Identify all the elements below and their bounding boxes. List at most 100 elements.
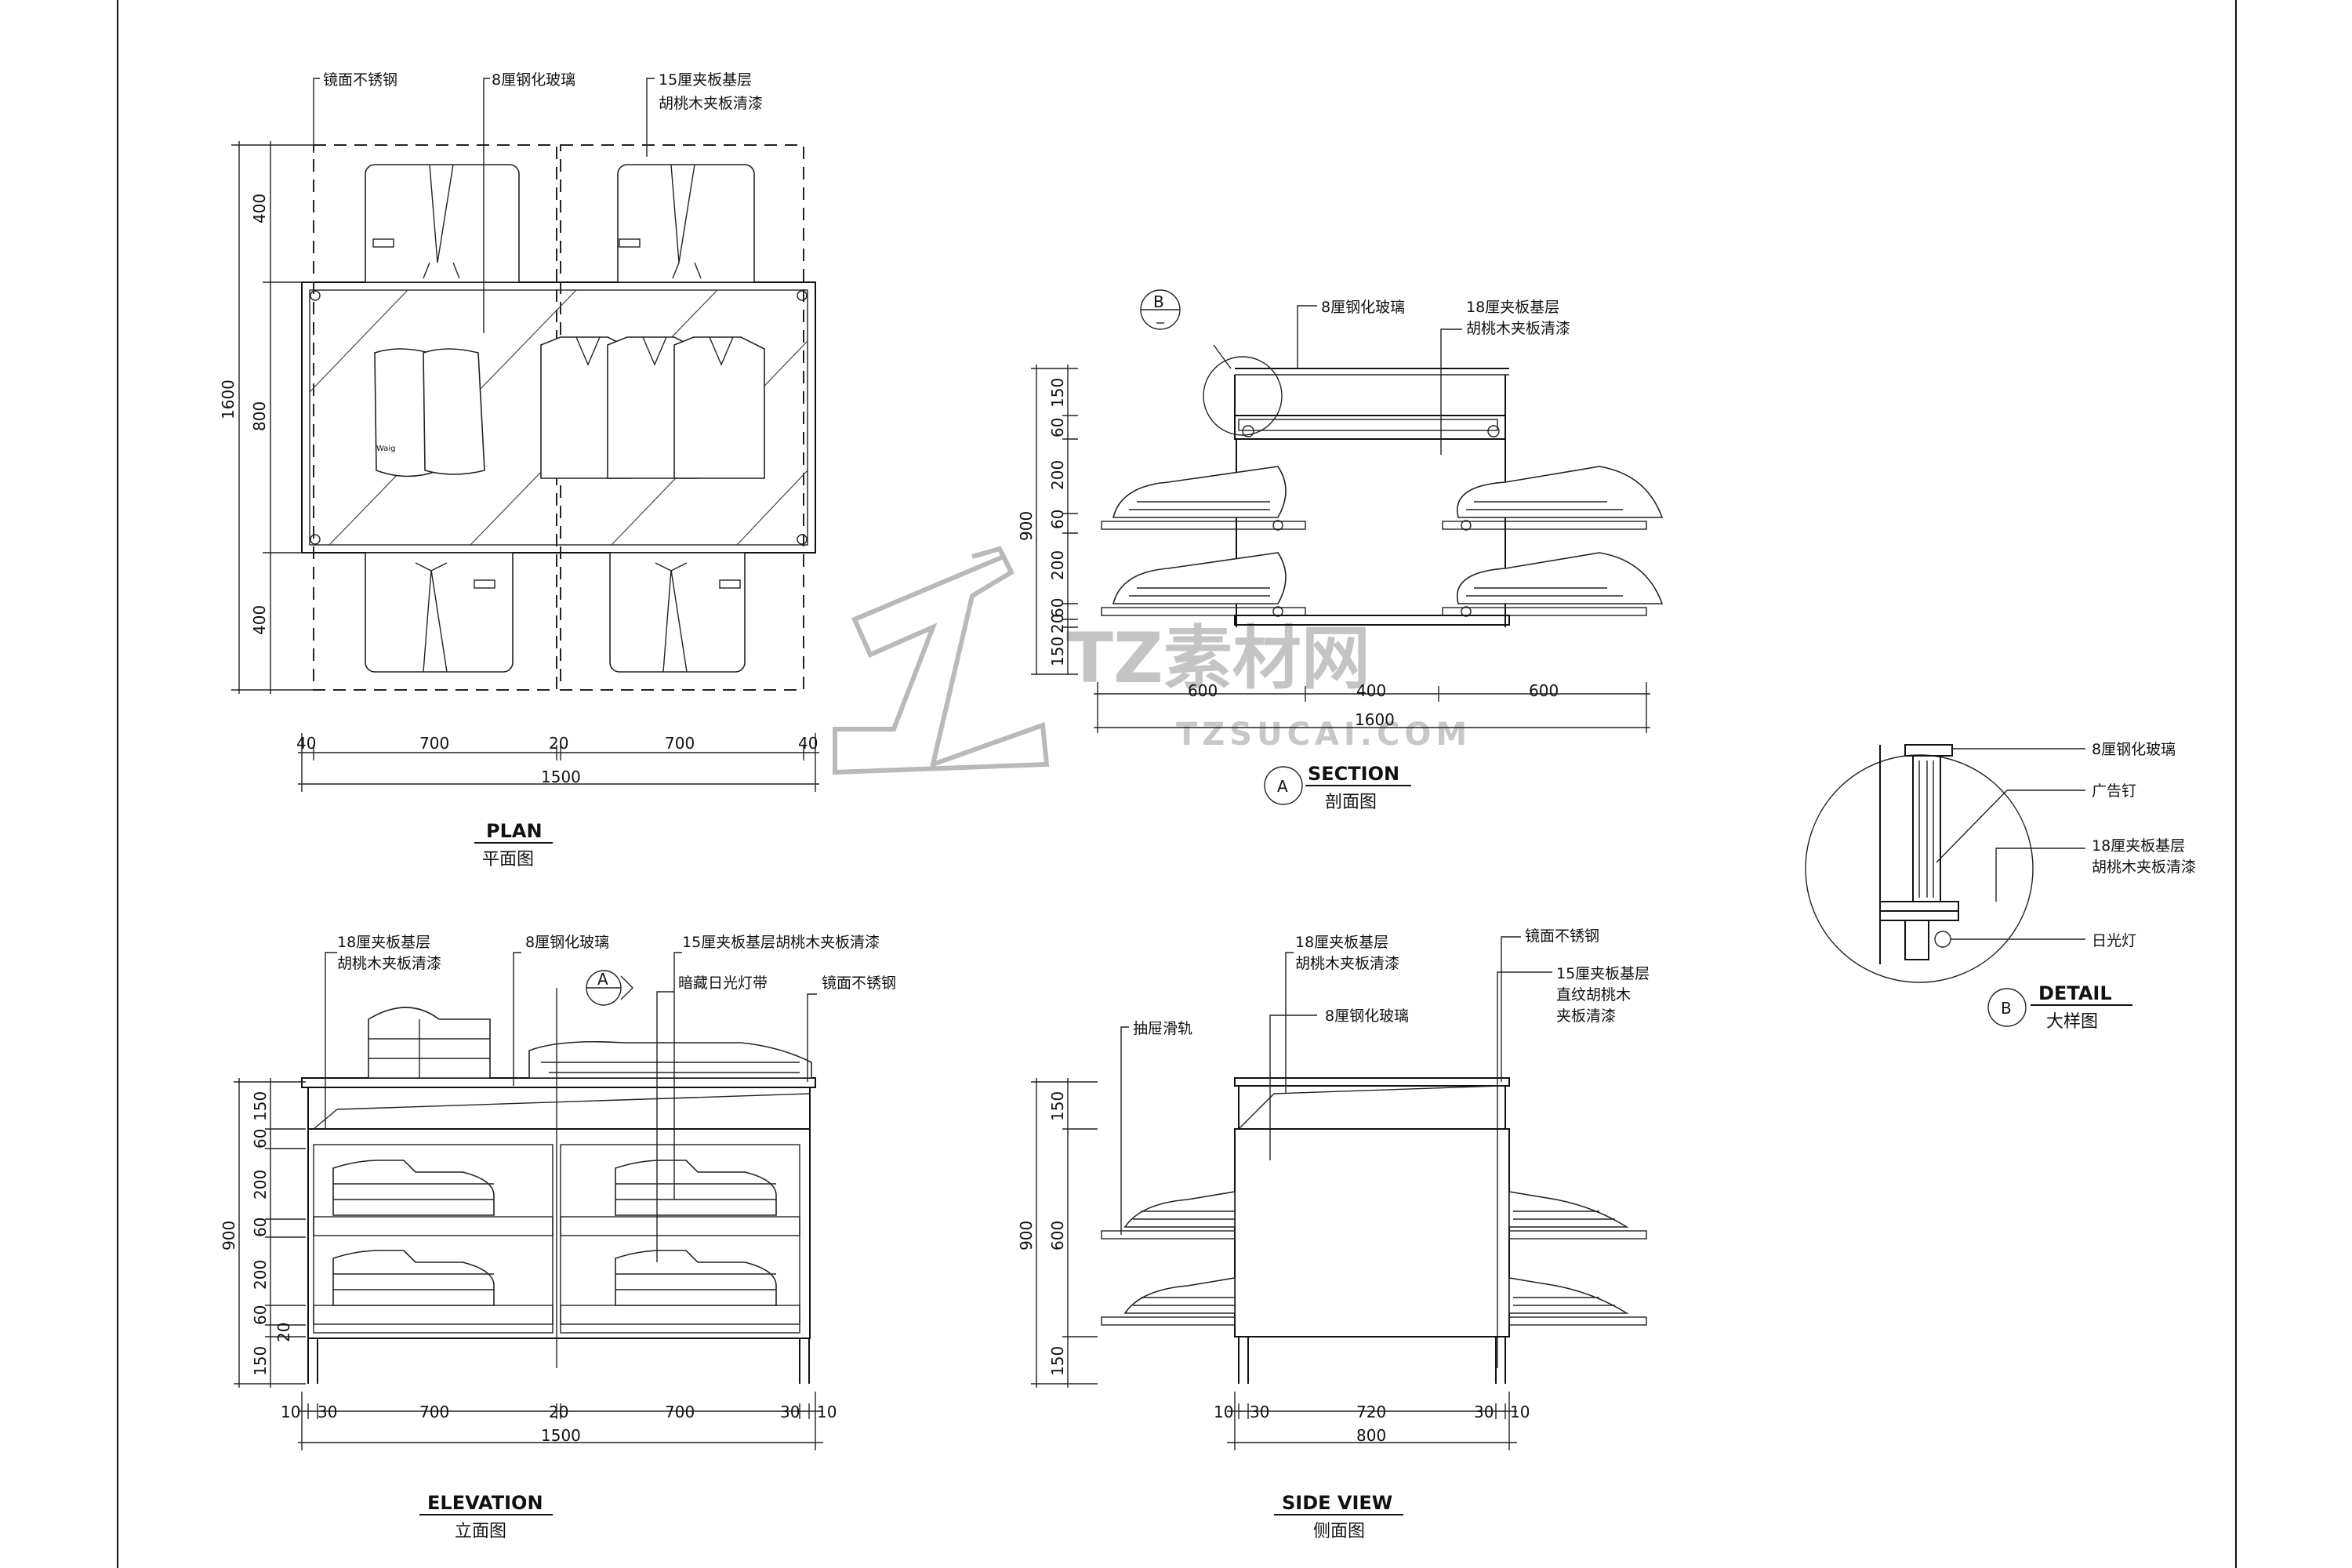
elevation-dim-v: 900 bbox=[220, 1221, 238, 1250]
plan-dim-h: 700 bbox=[665, 734, 695, 753]
side-dim-h: 720 bbox=[1356, 1403, 1386, 1421]
section-shelf bbox=[1442, 521, 1647, 530]
section-dim-h: 600 bbox=[1188, 681, 1218, 700]
plan-screw bbox=[310, 290, 321, 301]
elevation-dim-h: 700 bbox=[665, 1403, 695, 1421]
elevation-dim-h: 20 bbox=[549, 1403, 568, 1421]
detail-note: 8厘钢化玻璃 bbox=[2092, 741, 2176, 758]
plan-note: 8厘钢化玻璃 bbox=[492, 71, 575, 89]
side-clothes bbox=[1508, 1191, 1629, 1228]
plan-dim-v: 800 bbox=[250, 401, 269, 431]
watermark-brand: TZ素材网 bbox=[1066, 618, 1370, 699]
side-drawer bbox=[1508, 1316, 1647, 1326]
side-dim-v: 150 bbox=[1048, 1091, 1067, 1121]
plan-note: 15厘夹板基层 bbox=[659, 71, 752, 89]
side-note: 抽屉滑轨 bbox=[1133, 1020, 1192, 1037]
detail-view: 8厘钢化玻璃 广告钉 18厘夹板基层 胡桃木夹板清漆 日光灯 B DETAIL … bbox=[1805, 741, 2196, 1032]
detail-subtitle: 大样图 bbox=[2046, 1012, 2098, 1032]
elevation-note: 暗藏日光灯带 bbox=[678, 975, 768, 992]
section-detail-bubble bbox=[1203, 356, 1283, 436]
section-panel bbox=[1234, 415, 1506, 440]
plan-glass-top bbox=[309, 289, 808, 546]
plan-dim-v: 400 bbox=[250, 605, 269, 635]
side-note: 15厘夹板基层 bbox=[1556, 965, 1650, 982]
side-clothes bbox=[1123, 1191, 1236, 1228]
section-subtitle: 剖面图 bbox=[1325, 793, 1377, 812]
svg-text:Waig: Waig bbox=[376, 445, 396, 453]
plan-title: PLAN bbox=[486, 820, 543, 842]
elevation-bay-right bbox=[560, 1144, 800, 1334]
section-shelf bbox=[1442, 607, 1647, 616]
side-dim-h: 30 bbox=[1474, 1403, 1494, 1421]
section-dim-v: 60 bbox=[1048, 510, 1067, 529]
plan-leader bbox=[646, 78, 655, 157]
watermark-url: TZSUCAI.COM bbox=[1176, 717, 1472, 753]
elevation-glass-top bbox=[301, 1077, 816, 1088]
side-glass-top bbox=[1234, 1077, 1510, 1087]
elevation-drawer bbox=[313, 1216, 554, 1236]
side-dim-v: 150 bbox=[1048, 1346, 1067, 1376]
section-note: 8厘钢化玻璃 bbox=[1321, 299, 1405, 316]
side-clothes bbox=[1508, 1277, 1629, 1314]
elevation-clothes bbox=[332, 1007, 812, 1306]
side-dim-v: 600 bbox=[1048, 1221, 1067, 1250]
side-note: 18厘夹板基层 bbox=[1295, 934, 1388, 951]
side-note: 胡桃木夹板清漆 bbox=[1295, 955, 1399, 972]
side-drawer bbox=[1101, 1230, 1236, 1240]
plan-note: 胡桃木夹板清漆 bbox=[659, 95, 763, 112]
section-dim-h: 1600 bbox=[1355, 710, 1395, 729]
elevation-note: 15厘夹板基层胡桃木夹板清漆 bbox=[682, 934, 880, 951]
plan-dim-h: 40 bbox=[798, 734, 818, 753]
plan-table-top bbox=[301, 281, 816, 554]
plan-leader bbox=[483, 78, 490, 333]
section-dim-h: 400 bbox=[1356, 681, 1386, 700]
elevation-dim-v: 150 bbox=[251, 1091, 270, 1121]
detail-note: 日光灯 bbox=[2092, 932, 2136, 949]
elevation-dim-h: 30 bbox=[780, 1403, 800, 1421]
detail-title: DETAIL bbox=[2038, 982, 2112, 1004]
side-note: 镜面不锈钢 bbox=[1525, 927, 1599, 945]
side-dim-v: 900 bbox=[1017, 1221, 1036, 1250]
plan-dim-h: 20 bbox=[549, 734, 568, 753]
section-title: SECTION bbox=[1308, 763, 1399, 785]
side-note: 夹板清漆 bbox=[1556, 1007, 1616, 1025]
elevation-subtitle: 立面图 bbox=[455, 1522, 506, 1541]
detail-marker-letter: B bbox=[2001, 999, 2012, 1018]
elevation-drawer bbox=[560, 1216, 800, 1236]
elevation-title: ELEVATION bbox=[427, 1492, 543, 1514]
elevation-dim-h: 10 bbox=[281, 1403, 300, 1421]
side-subtitle: 侧面图 bbox=[1313, 1522, 1365, 1541]
elevation-cut-letter: A bbox=[597, 970, 608, 989]
side-view: 18厘夹板基层 胡桃木夹板清漆 8厘钢化玻璃 抽屉滑轨 镜面不锈钢 15厘夹板基… bbox=[1017, 927, 1650, 1541]
section-dim-v: 60 bbox=[1048, 418, 1067, 437]
side-dim-h: 10 bbox=[1214, 1403, 1233, 1421]
plan-folded-pants: Waig bbox=[374, 348, 485, 477]
plan-dim-v: 400 bbox=[250, 194, 269, 223]
side-note: 直纹胡桃木 bbox=[1556, 986, 1631, 1004]
section-dim-v: 200 bbox=[1048, 460, 1067, 490]
side-cabinet bbox=[1234, 1128, 1510, 1338]
section-clothes bbox=[1457, 552, 1664, 604]
section-dim-v: 20 bbox=[1048, 614, 1067, 633]
elevation-dim-v: 150 bbox=[251, 1346, 270, 1376]
section-note: 胡桃木夹板清漆 bbox=[1466, 320, 1570, 337]
elevation-drawer bbox=[313, 1305, 554, 1325]
elevation-dim-v: 60 bbox=[251, 1218, 270, 1237]
plan-shirt-top-left bbox=[365, 164, 520, 283]
plan-screw bbox=[797, 534, 808, 545]
side-note: 8厘钢化玻璃 bbox=[1325, 1007, 1409, 1025]
plan-shirt-bottom-right bbox=[609, 552, 746, 673]
section-shelf bbox=[1101, 607, 1306, 616]
elevation-dim-h: 700 bbox=[419, 1403, 449, 1421]
section-detail-letter: B bbox=[1153, 292, 1164, 311]
plan-view: Waig 镜面不锈钢 8厘钢化玻璃 15厘夹板基层 胡桃木夹板清漆 1600 4… bbox=[219, 71, 819, 869]
section-note: 18厘夹板基层 bbox=[1466, 299, 1559, 316]
elevation-note: 胡桃木夹板清漆 bbox=[337, 955, 441, 972]
elevation-dim-v: 60 bbox=[251, 1129, 270, 1149]
section-dim-h: 600 bbox=[1529, 681, 1559, 700]
side-drawer bbox=[1508, 1230, 1647, 1240]
detail-note: 18厘夹板基层 bbox=[2092, 837, 2185, 855]
detail-marker bbox=[1987, 988, 2027, 1027]
section-dim-v: 60 bbox=[1048, 598, 1067, 618]
section-view: B 8厘钢化玻璃 18厘夹板基层 胡桃木夹板清漆 900 150 60 200 … bbox=[1017, 289, 1664, 812]
